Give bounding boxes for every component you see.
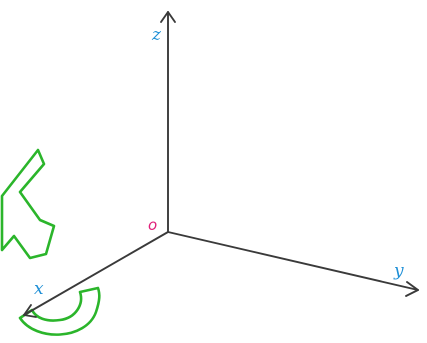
y-axis-label: y (393, 261, 404, 281)
z-axis-label: z (151, 25, 162, 45)
origin-label: o (148, 216, 157, 234)
x-axis (23, 231, 169, 318)
curved-rotation-tail-icon (18, 286, 101, 336)
x-axis-label: x (34, 279, 44, 299)
y-axis (167, 231, 419, 297)
rotation-hint (0, 148, 101, 336)
curved-rotation-arrow-icon (0, 148, 56, 260)
z-axis (160, 11, 176, 233)
